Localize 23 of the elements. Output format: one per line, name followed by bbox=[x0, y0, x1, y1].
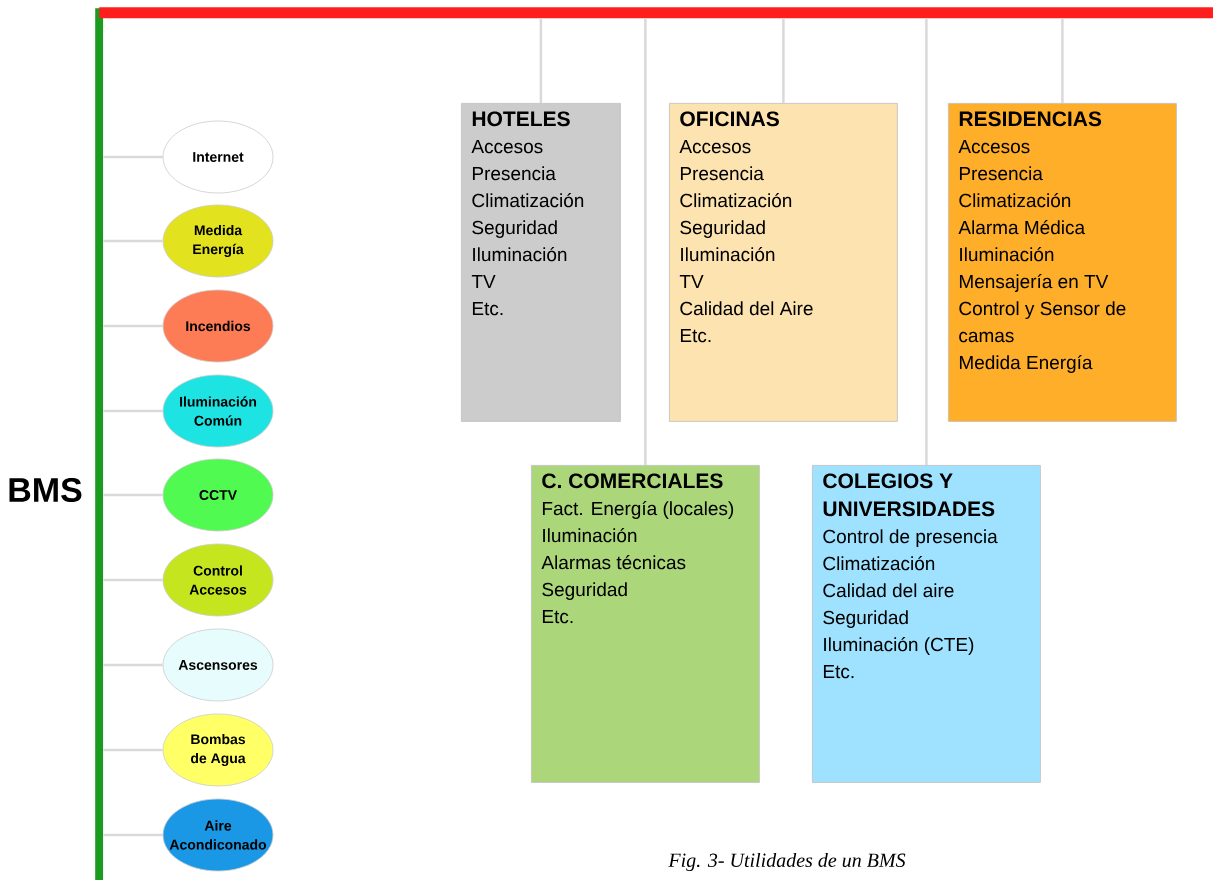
connector-line bbox=[782, 18, 785, 103]
application-box: C. COMERCIALES Fact. Energía (locales) Iluminación Alarmas técnicas Seguridad Etc. bbox=[531, 465, 760, 783]
connector-line bbox=[103, 578, 163, 582]
application-box: OFICINAS Accesos Presencia Climatización Seguridad Iluminación TV Calidad del Aire Etc. bbox=[669, 103, 898, 422]
connector-line bbox=[644, 18, 647, 465]
application-box: HOTELES Accesos Presencia Climatización Seguridad Iluminación TV Etc. bbox=[461, 103, 621, 422]
connector-line bbox=[103, 493, 163, 497]
figure-caption: Fig. 3- Utilidades de un BMS bbox=[668, 852, 906, 872]
application-box: COLEGIOS Y UNIVERSIDADES Control de presencia Climatización Calidad del aire Seguridad Iluminación (CTE) Etc. bbox=[812, 465, 1041, 783]
connector-line bbox=[103, 663, 163, 667]
connector-line bbox=[103, 324, 163, 328]
connector-line bbox=[103, 833, 163, 837]
bus-bar bbox=[99, 7, 1213, 19]
connector-line bbox=[925, 18, 928, 465]
side-label: BMS bbox=[9, 477, 82, 503]
connector-line bbox=[1061, 18, 1064, 103]
bus-bar bbox=[95, 8, 104, 880]
connector-line bbox=[103, 748, 163, 752]
connector-line bbox=[103, 239, 163, 243]
connector-line bbox=[539, 18, 543, 103]
application-box: RESIDENCIAS Accesos Presencia Climatización Alarma Médica Iluminación Mensajería en TV Control y Sensor de camas Medida Energía bbox=[948, 103, 1177, 422]
connector-line bbox=[103, 409, 163, 413]
connector-line bbox=[103, 155, 163, 159]
